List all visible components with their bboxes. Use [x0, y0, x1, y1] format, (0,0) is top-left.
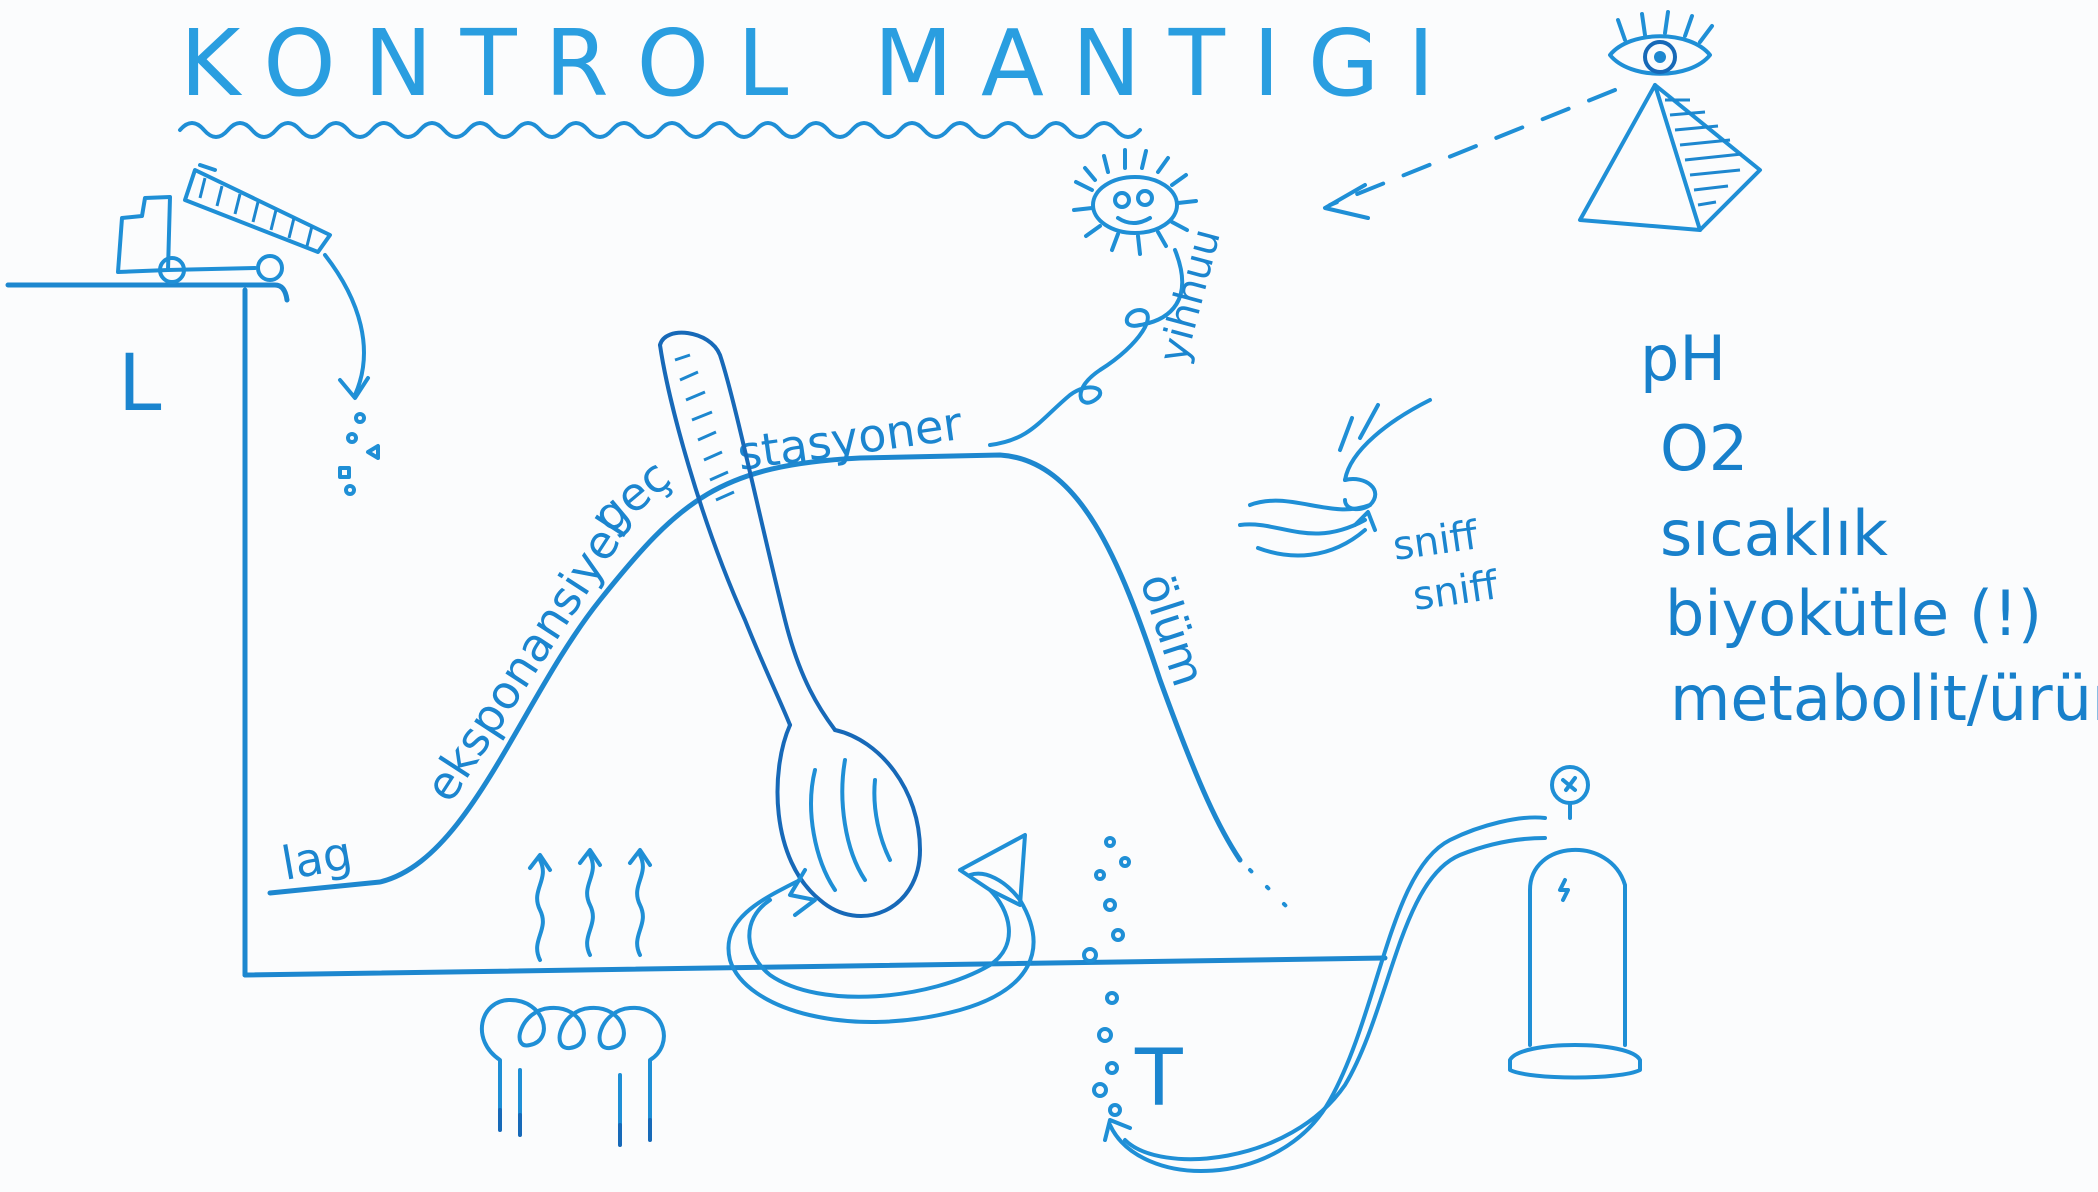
diagram-title: KONTROL MANTIGI — [180, 10, 1462, 117]
y-axis-label: L — [118, 339, 162, 429]
curve-tail-dots — [1250, 870, 1300, 920]
title-underline — [180, 123, 1140, 137]
pyramid-icon — [1580, 85, 1760, 230]
param-temperature: sıcaklık — [1660, 497, 1888, 570]
microbe-icon — [1074, 150, 1196, 254]
dump-arrow — [325, 255, 364, 395]
observer-arrowhead — [1325, 185, 1368, 218]
falling-particles — [340, 414, 378, 494]
dump-arrowhead — [340, 378, 368, 398]
growth-curve — [270, 455, 1240, 893]
sniff-label-2: sniff — [1410, 562, 1502, 620]
x-axis — [245, 958, 1385, 975]
param-ph: pH — [1640, 322, 1726, 395]
eye-icon — [1610, 12, 1712, 74]
param-biomass: biyokütle (!) — [1665, 577, 2042, 650]
microbe-exclamation: yihhuu — [1150, 224, 1230, 367]
gas-hose-inner — [1125, 838, 1545, 1159]
phase-exponential-label: eksponansiyel — [414, 507, 638, 811]
param-metabolite: metabolit/ürün — [1670, 662, 2098, 735]
truck-icon — [118, 165, 330, 282]
gas-bubbles — [1084, 838, 1129, 1115]
sniff-label-1: sniff — [1390, 512, 1482, 570]
param-oxygen: O2 — [1660, 412, 1748, 485]
stir-arrow-icon — [728, 835, 1033, 1022]
phase-lag-label: lag — [278, 825, 356, 890]
heater-coil-icon — [482, 850, 664, 1145]
x-axis-label: T — [1134, 1034, 1183, 1124]
gas-cylinder-icon — [1510, 767, 1640, 1078]
phase-stationary-label: stasyoner — [734, 396, 965, 481]
